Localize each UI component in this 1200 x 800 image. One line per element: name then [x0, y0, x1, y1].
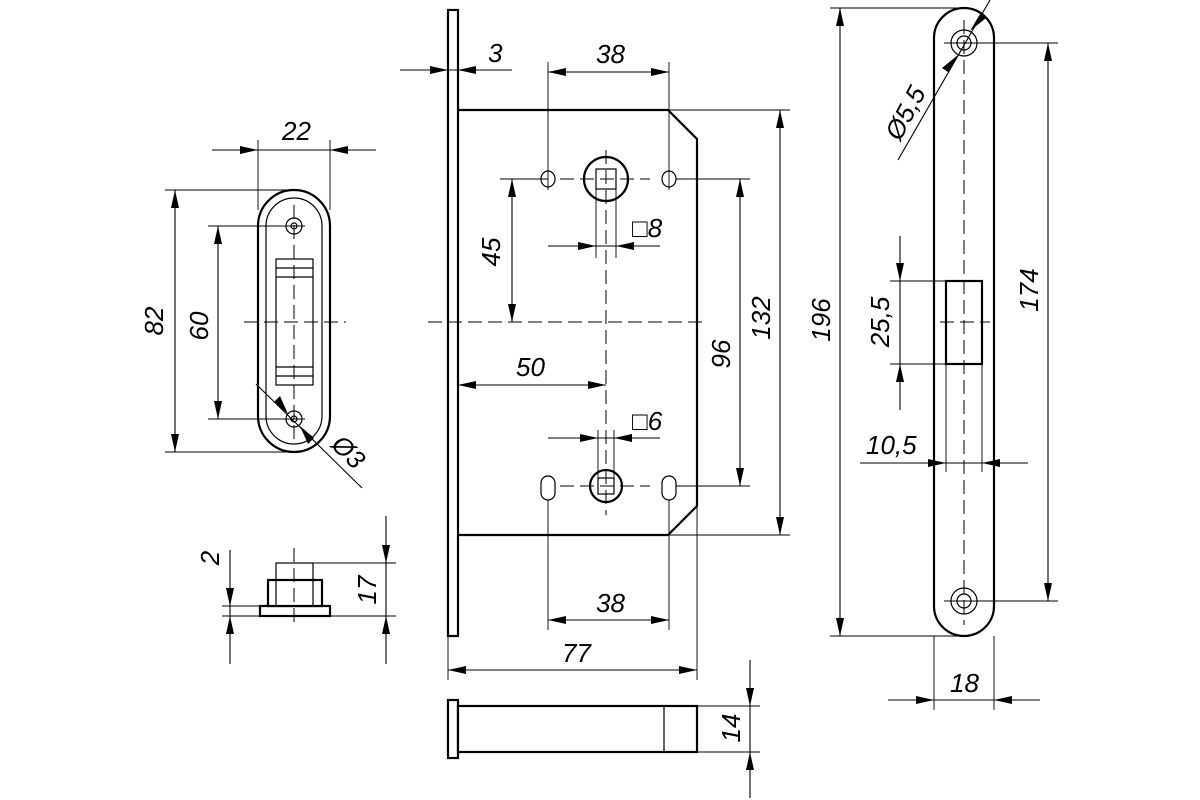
lock-slot-bottom-left [540, 475, 556, 501]
strike-plate-height-label: 82 [139, 306, 169, 335]
strike-side-depth-label: 2 [195, 550, 225, 566]
faceplate-hole-spacing-label: 174 [1014, 268, 1044, 311]
strike-plate-width-label: 22 [281, 116, 311, 146]
lock-faceplate-edge [446, 8, 460, 638]
lock-faceplate-thickness-label: 3 [488, 38, 503, 68]
strike-plate-inner-outline [265, 197, 323, 445]
faceplate-latch-offset-label: 10,5 [866, 430, 917, 460]
strike-plate-outline [256, 188, 332, 454]
lock-top-hole-spacing-label: 38 [596, 39, 625, 69]
lock-bottom-thickness-label: 14 [716, 714, 746, 743]
strike-plate-hole-diameter-label: Ø3 [325, 428, 372, 475]
lock-slot-bottom-right [661, 475, 677, 501]
faceplate-front-view: 196 Ø5,5 174 25,5 10,5 18 [806, 0, 1058, 710]
strike-plate-front-view: 22 82 60 Ø3 [139, 116, 376, 489]
lock-bottom-square-label: □6 [632, 406, 663, 436]
faceplate-height-label: 196 [806, 298, 836, 342]
lock-body-bottom-view: 14 [446, 660, 760, 798]
lock-bottom-faceplate [446, 698, 460, 760]
faceplate-latch-height-label: 25,5 [865, 296, 895, 348]
strike-plate-side-view: 2 17 [195, 516, 396, 664]
lock-top-square-label: □8 [632, 213, 663, 243]
lock-upper-distance-label: 45 [476, 237, 506, 266]
strike-side-base [258, 604, 332, 618]
lock-backset-label: 50 [516, 352, 545, 382]
lock-body-width-label: 77 [562, 638, 592, 668]
lock-bottom-case [456, 704, 699, 754]
lock-bottom-hole-spacing-label: 38 [596, 588, 625, 618]
lock-centers-spacing-label: 96 [706, 339, 736, 368]
lock-body-height-label: 132 [746, 296, 776, 340]
strike-plate-hole-spacing-label: 60 [184, 311, 214, 340]
faceplate-width-label: 18 [950, 668, 979, 698]
faceplate-hole-diameter-label: Ø5,5 [878, 80, 932, 145]
lock-body-front-view: 3 38 □8 45 50 □6 [400, 8, 790, 680]
strike-side-height-label: 17 [352, 574, 382, 604]
